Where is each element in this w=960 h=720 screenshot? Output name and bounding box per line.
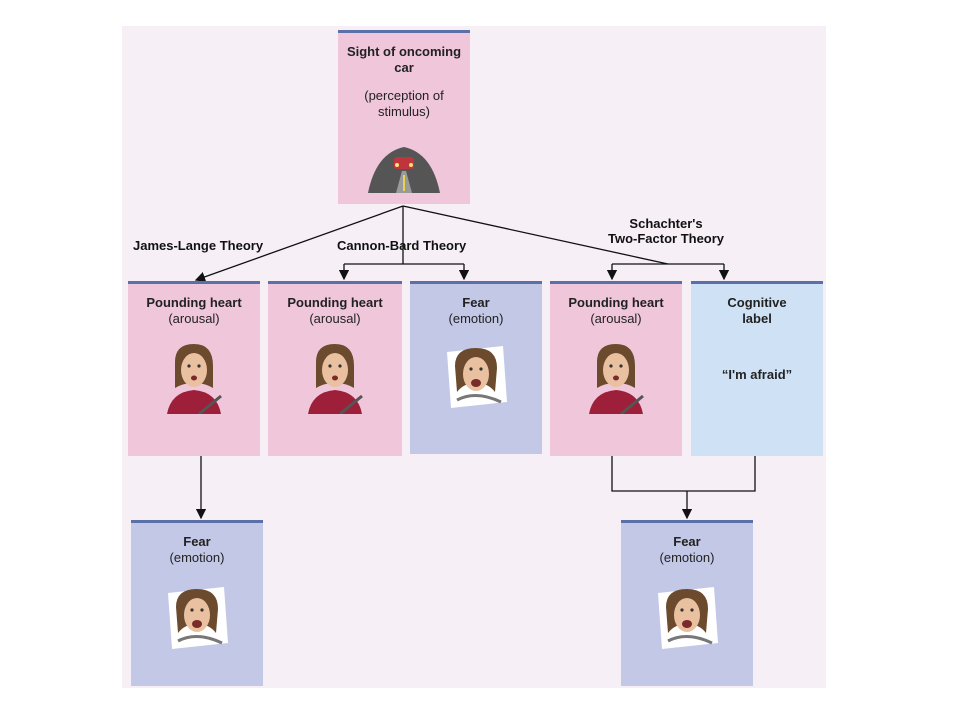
label-schachter-line1: Schachter's xyxy=(629,216,703,231)
arousal-subtitle: (arousal) xyxy=(309,311,361,326)
label-cannon-bard: Cannon-Bard Theory xyxy=(337,238,467,253)
james-lange-fear-box: Fear (emotion) xyxy=(131,520,263,686)
schachter-fear-box: Fear (emotion) xyxy=(621,520,753,686)
fear-title: Fear xyxy=(183,534,211,549)
fear-title: Fear xyxy=(462,295,490,310)
cannon-bard-fear-box: Fear (emotion) xyxy=(410,281,542,454)
arousal-title: Pounding heart xyxy=(287,295,383,310)
stimulus-title: Sight of oncoming car xyxy=(346,44,462,75)
cognitive-quote: “I'm afraid” xyxy=(721,367,793,382)
fear-subtitle: (emotion) xyxy=(169,550,225,565)
startled-driver-image xyxy=(589,344,644,414)
oncoming-car-image xyxy=(368,147,440,193)
startled-driver-image xyxy=(167,344,222,414)
frightened-driver-image xyxy=(658,587,718,649)
fear-subtitle: (emotion) xyxy=(448,311,504,326)
fear-subtitle: (emotion) xyxy=(659,550,715,565)
arousal-title: Pounding heart xyxy=(146,295,242,310)
arousal-subtitle: (arousal) xyxy=(168,311,220,326)
fear-title: Fear xyxy=(673,534,701,549)
arousal-title: Pounding heart xyxy=(568,295,664,310)
arousal-subtitle: (arousal) xyxy=(590,311,642,326)
james-lange-arousal-box: Pounding heart (arousal) xyxy=(128,281,260,456)
frightened-driver-image xyxy=(168,587,228,649)
frightened-driver-image xyxy=(447,346,507,408)
stimulus-box: Sight of oncoming car (perception of sti… xyxy=(338,30,470,204)
label-schachter-line2: Two-Factor Theory xyxy=(608,231,725,246)
startled-driver-image xyxy=(308,344,363,414)
schachter-arousal-box: Pounding heart (arousal) xyxy=(550,281,682,456)
line-to-schachter xyxy=(402,205,669,265)
cannon-bard-arousal-box: Pounding heart (arousal) xyxy=(268,281,402,456)
arrow-to-james-lange xyxy=(194,205,404,282)
label-schachter: Schachter's Two-Factor Theory xyxy=(608,216,724,246)
cognitive-label-box: Cognitive label “I'm afraid” xyxy=(691,281,823,456)
cognitive-title: Cognitive label xyxy=(727,295,787,326)
schachter-merge xyxy=(611,456,756,492)
label-james-lange: James-Lange Theory xyxy=(133,238,264,253)
stimulus-subtitle: (perception of stimulus) xyxy=(364,88,444,119)
